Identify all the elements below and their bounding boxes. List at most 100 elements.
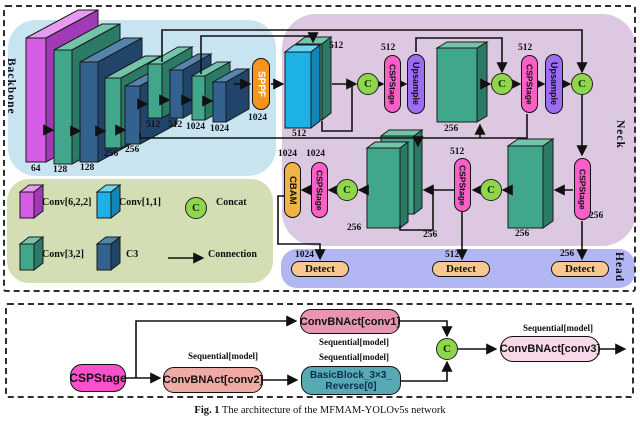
cspstage-right-label: CSPStage <box>577 168 588 210</box>
cspstage1-block: CSPStage <box>384 55 401 113</box>
stage-ch-128a: 128 <box>53 165 68 175</box>
sequential-label-basicblock: Sequential[model] <box>318 352 389 362</box>
cspstage-left-block: CSPStage <box>311 162 328 218</box>
top-diagram-frame <box>3 5 636 292</box>
cspstage-mid-ch: 512 <box>450 147 465 157</box>
connection-wires <box>43 29 627 386</box>
pair1-top-ch: 512 <box>329 41 344 51</box>
legend-concat-icon: C <box>185 197 207 219</box>
convbnact-conv3-block: ConvBNAct[conv3] <box>500 336 600 362</box>
neck-row2-right-slab <box>506 138 555 229</box>
figure-caption-text: The architecture of the MFMAM-YOLOv5s ne… <box>219 405 446 416</box>
detect2-block: Detect <box>432 261 490 277</box>
basicblock-line2: Reverse[0] <box>325 380 377 392</box>
detect1-label: Detect <box>305 263 335 275</box>
cspstage-detail-title-text: CSPStage <box>69 371 127 385</box>
convbnact-conv3-text: ConvBNAct[conv3] <box>499 343 601 355</box>
cspstage2-ch: 512 <box>518 43 533 53</box>
concat-symbol: C <box>192 202 200 214</box>
cspstage-detail-frame <box>5 303 634 398</box>
cspstage-mid-block: CSPStage <box>454 158 471 212</box>
sppf-out-ch: 1024 <box>248 113 267 123</box>
cspstage1-label: CSPStage <box>387 63 398 105</box>
row2-pair-left-ch: 256 <box>347 223 362 233</box>
head-label: Head <box>613 252 625 283</box>
neck-label: Neck <box>614 120 626 149</box>
convbnact-conv1-block: ConvBNAct[conv1] <box>300 309 400 334</box>
stage-ch-1024a: 1024 <box>186 122 205 132</box>
concat-node-detail: C <box>436 338 458 360</box>
detect1-ch: 1024 <box>295 250 314 260</box>
row2-pair-right-ch: 256 <box>423 230 438 240</box>
stage-ch-256a: 256 <box>104 149 119 159</box>
concat-node-1: C <box>357 73 379 95</box>
basicblock-block: BasicBlock_3×3_ Reverse[0] <box>301 366 401 395</box>
cspstage2-label: CSPStage <box>524 63 535 105</box>
stage-ch-128b: 128 <box>80 163 95 173</box>
cspstage-right-ch: 256 <box>589 211 604 221</box>
cbam-block: CBAM <box>284 162 301 218</box>
detect3-ch: 256 <box>560 249 575 259</box>
concat-symbol: C <box>498 78 506 90</box>
detect1-block: Detect <box>291 261 349 277</box>
sequential-label-conv2: Sequential[model] <box>187 351 258 361</box>
stage-ch-256b: 256 <box>125 145 140 155</box>
neck-row1-slab-256 <box>435 41 489 123</box>
concat-symbol: C <box>487 184 495 196</box>
concat-node-3: C <box>571 73 593 95</box>
legend-concat-label: Concat <box>216 197 247 208</box>
neck-pair1-cyan-slab <box>283 43 322 130</box>
sppf-block: SPPF <box>252 58 270 110</box>
neck-row2-front-slab <box>365 141 410 229</box>
concat-symbol: C <box>343 184 351 196</box>
concat-node-5: C <box>480 179 502 201</box>
concat-symbol: C <box>364 78 372 90</box>
legend-conv11-label: Conv[1,1] <box>119 197 161 208</box>
detect3-label: Detect <box>565 263 595 275</box>
legend-conv622-icon <box>18 183 45 220</box>
figure-caption-prefix: Fig. 1 <box>194 405 220 416</box>
concat-node-2: C <box>491 73 513 95</box>
sequential-label-conv3: Sequential[model] <box>522 323 593 333</box>
legend-conv11-icon <box>95 183 122 220</box>
basicblock-line1: BasicBlock_3×3_ <box>309 369 392 381</box>
backbone-label: Backbone <box>5 58 17 115</box>
cspstage-detail-title: CSPStage <box>69 364 127 392</box>
legend-conv32-label: Conv[3,2] <box>42 249 84 260</box>
convbnact-conv2-text: ConvBNAct[conv2] <box>162 374 264 386</box>
concat-symbol: C <box>443 343 451 355</box>
sequential-label-conv1: Sequential[model] <box>318 337 389 347</box>
stage-ch-512b: 512 <box>168 120 183 130</box>
upsample2-label: Upsample <box>549 62 559 106</box>
cspstage1-ch: 512 <box>381 43 396 53</box>
upsample1-label: Upsample <box>411 62 421 106</box>
figure-caption: Fig. 1 The architecture of the MFMAM-YOL… <box>120 405 520 416</box>
cspstage-left-ch: 1024 <box>306 149 325 159</box>
concat-node-4: C <box>336 179 358 201</box>
stage-ch-64: 64 <box>31 164 41 174</box>
convbnact-conv1-text: ConvBNAct[conv1] <box>299 315 401 328</box>
stage-ch-512a: 512 <box>146 120 161 130</box>
concat-symbol: C <box>578 78 586 90</box>
convbnact-conv2-block: ConvBNAct[conv2] <box>163 367 263 393</box>
detect3-block: Detect <box>551 261 609 277</box>
detect2-ch: 512 <box>445 250 460 260</box>
cspstage-right-block: CSPStage <box>574 158 591 220</box>
row2-slab-ch: 256 <box>515 229 530 239</box>
legend-c3-icon <box>95 235 122 272</box>
pair1-bottom-ch: 512 <box>292 129 307 139</box>
legend-region <box>7 179 273 283</box>
cspstage-mid-label: CSPStage <box>457 164 468 206</box>
stage-ch-1024b: 1024 <box>210 124 229 134</box>
upsample1-block: Upsample <box>407 54 425 114</box>
sppf-block-label: SPPF <box>255 70 267 98</box>
legend-conv622-label: Conv[6,2,2] <box>42 197 92 208</box>
cspstage2-block: CSPStage <box>521 55 538 113</box>
row1-slab-ch: 256 <box>444 124 459 134</box>
cbam-label: CBAM <box>287 175 298 205</box>
legend-conv32-icon <box>18 235 45 272</box>
legend-connection-label: Connection <box>208 249 257 260</box>
cbam-ch: 1024 <box>278 149 297 159</box>
